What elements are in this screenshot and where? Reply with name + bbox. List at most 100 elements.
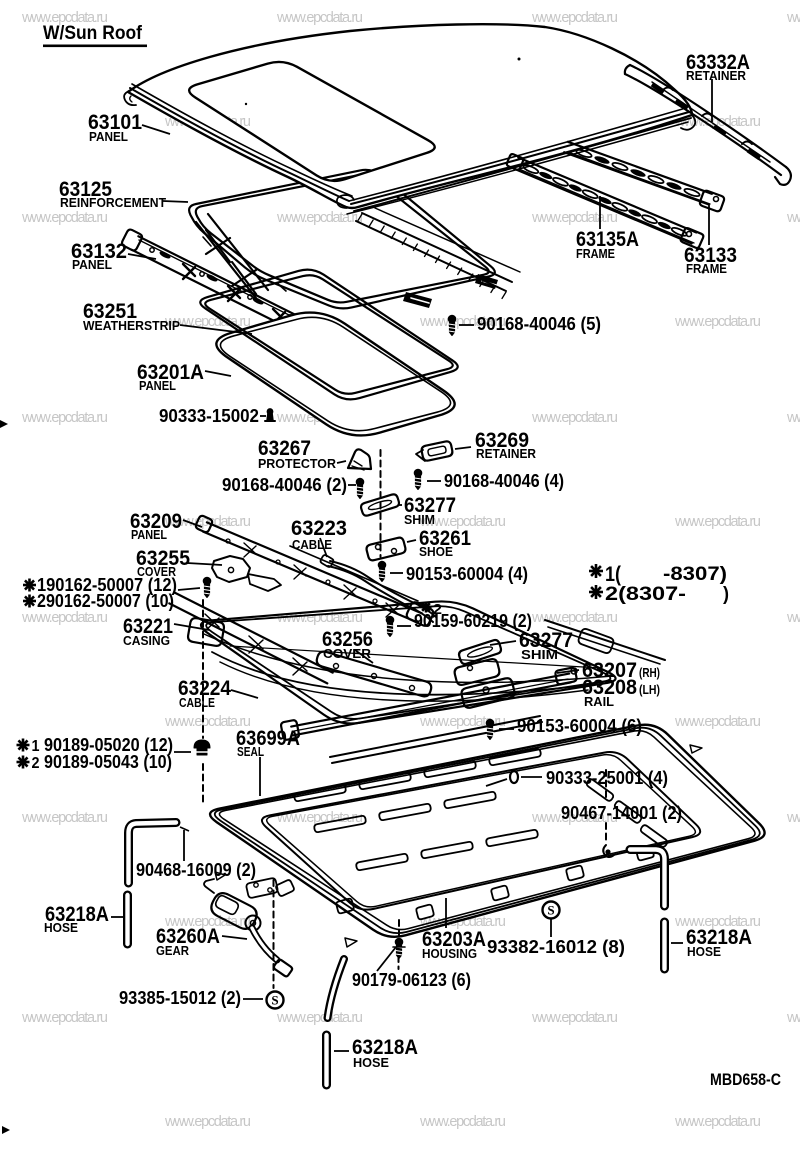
svg-text:RAIL: RAIL [584, 694, 614, 709]
svg-text:93382-16012 (8): 93382-16012 (8) [487, 937, 625, 957]
svg-text:www.epcdata.ru: www.epcdata.ru [786, 10, 800, 26]
svg-text:www.epcdata.ru: www.epcdata.ru [21, 210, 108, 226]
svg-text:www.epcdata.ru: www.epcdata.ru [531, 1010, 618, 1026]
svg-text:63224: 63224 [178, 677, 231, 700]
svg-text:PANEL: PANEL [89, 129, 128, 144]
svg-text:2: 2 [433, 601, 442, 618]
svg-text:90168-40046 (4): 90168-40046 (4) [444, 471, 564, 491]
svg-text:90153-60004 (4): 90153-60004 (4) [406, 564, 528, 584]
svg-text:90333-15002: 90333-15002 [159, 406, 259, 426]
svg-text:SHIM: SHIM [404, 512, 435, 527]
svg-text:63218A: 63218A [352, 1036, 418, 1059]
svg-text:www.epcdata.ru: www.epcdata.ru [786, 210, 800, 226]
svg-text:93385-15012 (2): 93385-15012 (2) [119, 988, 241, 1008]
svg-text:63277: 63277 [404, 494, 456, 517]
svg-text:2: 2 [32, 755, 40, 772]
svg-text:GEAR: GEAR [156, 943, 190, 958]
svg-text:www.epcdata.ru: www.epcdata.ru [531, 410, 618, 426]
svg-text:90189-05043 (10): 90189-05043 (10) [44, 752, 172, 772]
svg-text:RETAINER: RETAINER [476, 446, 537, 461]
svg-text:RETAINER: RETAINER [686, 68, 747, 83]
svg-text:63218A: 63218A [686, 926, 752, 949]
svg-text:www.epcdata.ru: www.epcdata.ru [276, 1010, 363, 1026]
svg-text:-8307): -8307) [663, 564, 727, 585]
svg-text:PANEL: PANEL [131, 527, 167, 542]
svg-text:www.epcdata.ru: www.epcdata.ru [21, 1010, 108, 1026]
svg-text:90168-40046 (2): 90168-40046 (2) [222, 475, 347, 495]
svg-text:63277: 63277 [519, 629, 573, 652]
svg-text:63133: 63133 [684, 244, 737, 267]
svg-text:63203A: 63203A [422, 928, 486, 951]
svg-text:63261: 63261 [419, 527, 471, 550]
svg-text:www.epcdata.ru: www.epcdata.ru [786, 410, 800, 426]
svg-text:63267: 63267 [258, 437, 311, 460]
svg-text:S: S [547, 903, 554, 918]
svg-text:MBD658-C: MBD658-C [710, 1070, 781, 1089]
svg-text:www.epcdata.ru: www.epcdata.ru [419, 314, 506, 330]
svg-text:63132: 63132 [71, 240, 127, 263]
svg-text:1(: 1( [605, 563, 621, 586]
svg-text:www.epcdata.ru: www.epcdata.ru [786, 1010, 800, 1026]
svg-text:FRAME: FRAME [686, 261, 727, 276]
svg-text:63251: 63251 [83, 300, 137, 323]
svg-text:(LH): (LH) [639, 682, 660, 697]
svg-text:W/Sun Roof: W/Sun Roof [43, 23, 143, 44]
svg-text:63256: 63256 [322, 628, 373, 651]
svg-text:www.epcdata.ru: www.epcdata.ru [419, 1114, 506, 1130]
svg-text:COVER: COVER [137, 564, 177, 579]
svg-text:www.epcdata.ru: www.epcdata.ru [164, 1114, 251, 1130]
svg-text:COVER: COVER [323, 646, 372, 661]
svg-text:FRAME: FRAME [576, 246, 615, 261]
svg-text:www.epcdata.ru: www.epcdata.ru [531, 610, 618, 626]
svg-text:www.epcdata.ru: www.epcdata.ru [276, 810, 363, 826]
svg-text:63332A: 63332A [686, 51, 750, 74]
svg-text:63255: 63255 [136, 547, 190, 570]
svg-text:CABLE: CABLE [292, 537, 332, 552]
svg-text:63260A: 63260A [156, 925, 220, 948]
svg-text:www.epcdata.ru: www.epcdata.ru [21, 10, 108, 26]
svg-text:CABLE: CABLE [179, 695, 215, 710]
svg-text:(RH): (RH) [639, 665, 660, 680]
svg-text:www.epcdata.ru: www.epcdata.ru [21, 410, 108, 426]
svg-text:63207: 63207 [582, 659, 637, 682]
svg-text:90179-06123 (6): 90179-06123 (6) [352, 970, 471, 990]
svg-text:63101: 63101 [88, 111, 142, 134]
svg-text:www.epcdata.ru: www.epcdata.ru [276, 210, 363, 226]
svg-text:63218A: 63218A [45, 903, 109, 926]
svg-text:HOSE: HOSE [44, 920, 78, 935]
svg-text:63223: 63223 [291, 517, 347, 540]
svg-text:): ) [723, 584, 729, 605]
svg-text:63209: 63209 [130, 510, 182, 533]
svg-text:90168-40046 (5): 90168-40046 (5) [477, 314, 601, 334]
svg-text:PANEL: PANEL [139, 378, 176, 393]
svg-text:90468-16009 (2): 90468-16009 (2) [136, 860, 256, 880]
svg-text:www.epcdata.ru: www.epcdata.ru [21, 610, 108, 626]
svg-text:WEATHERSTRIP: WEATHERSTRIP [83, 318, 180, 333]
svg-text:63221: 63221 [123, 615, 173, 638]
svg-text:63135A: 63135A [576, 228, 639, 251]
svg-text:www.epcdata.ru: www.epcdata.ru [786, 610, 800, 626]
svg-text:90189-05020 (12): 90189-05020 (12) [44, 735, 173, 755]
svg-text:290162-50007 (10): 290162-50007 (10) [37, 591, 174, 611]
svg-text:www.epcdata.ru: www.epcdata.ru [674, 314, 761, 330]
svg-text:SHIM: SHIM [521, 647, 558, 662]
svg-text:www.epcdata.ru: www.epcdata.ru [21, 810, 108, 826]
svg-text:63208: 63208 [582, 676, 637, 699]
svg-text:1: 1 [32, 738, 40, 755]
svg-text:HOSE: HOSE [353, 1055, 389, 1070]
svg-text:63125: 63125 [59, 178, 112, 201]
svg-text:www.epcdata.ru: www.epcdata.ru [674, 714, 761, 730]
svg-text:PANEL: PANEL [72, 257, 112, 272]
svg-text:90467-14001 (2): 90467-14001 (2) [561, 803, 682, 823]
svg-text:www.epcdata.ru: www.epcdata.ru [164, 914, 251, 930]
svg-text:www.epcdata.ru: www.epcdata.ru [674, 514, 761, 530]
svg-text:90153-60004 (6): 90153-60004 (6) [517, 716, 642, 736]
svg-text:www.epcdata.ru: www.epcdata.ru [674, 914, 761, 930]
svg-text:www.epcdata.ru: www.epcdata.ru [674, 1114, 761, 1130]
svg-text:REINFORCEMENT: REINFORCEMENT [60, 195, 166, 210]
svg-text:www.epcdata.ru: www.epcdata.ru [531, 210, 618, 226]
svg-text:www.epcdata.ru: www.epcdata.ru [674, 114, 761, 130]
svg-text:SHOE: SHOE [419, 544, 453, 559]
svg-text:PROTECTOR: PROTECTOR [258, 456, 337, 471]
svg-text:S: S [271, 993, 278, 1008]
